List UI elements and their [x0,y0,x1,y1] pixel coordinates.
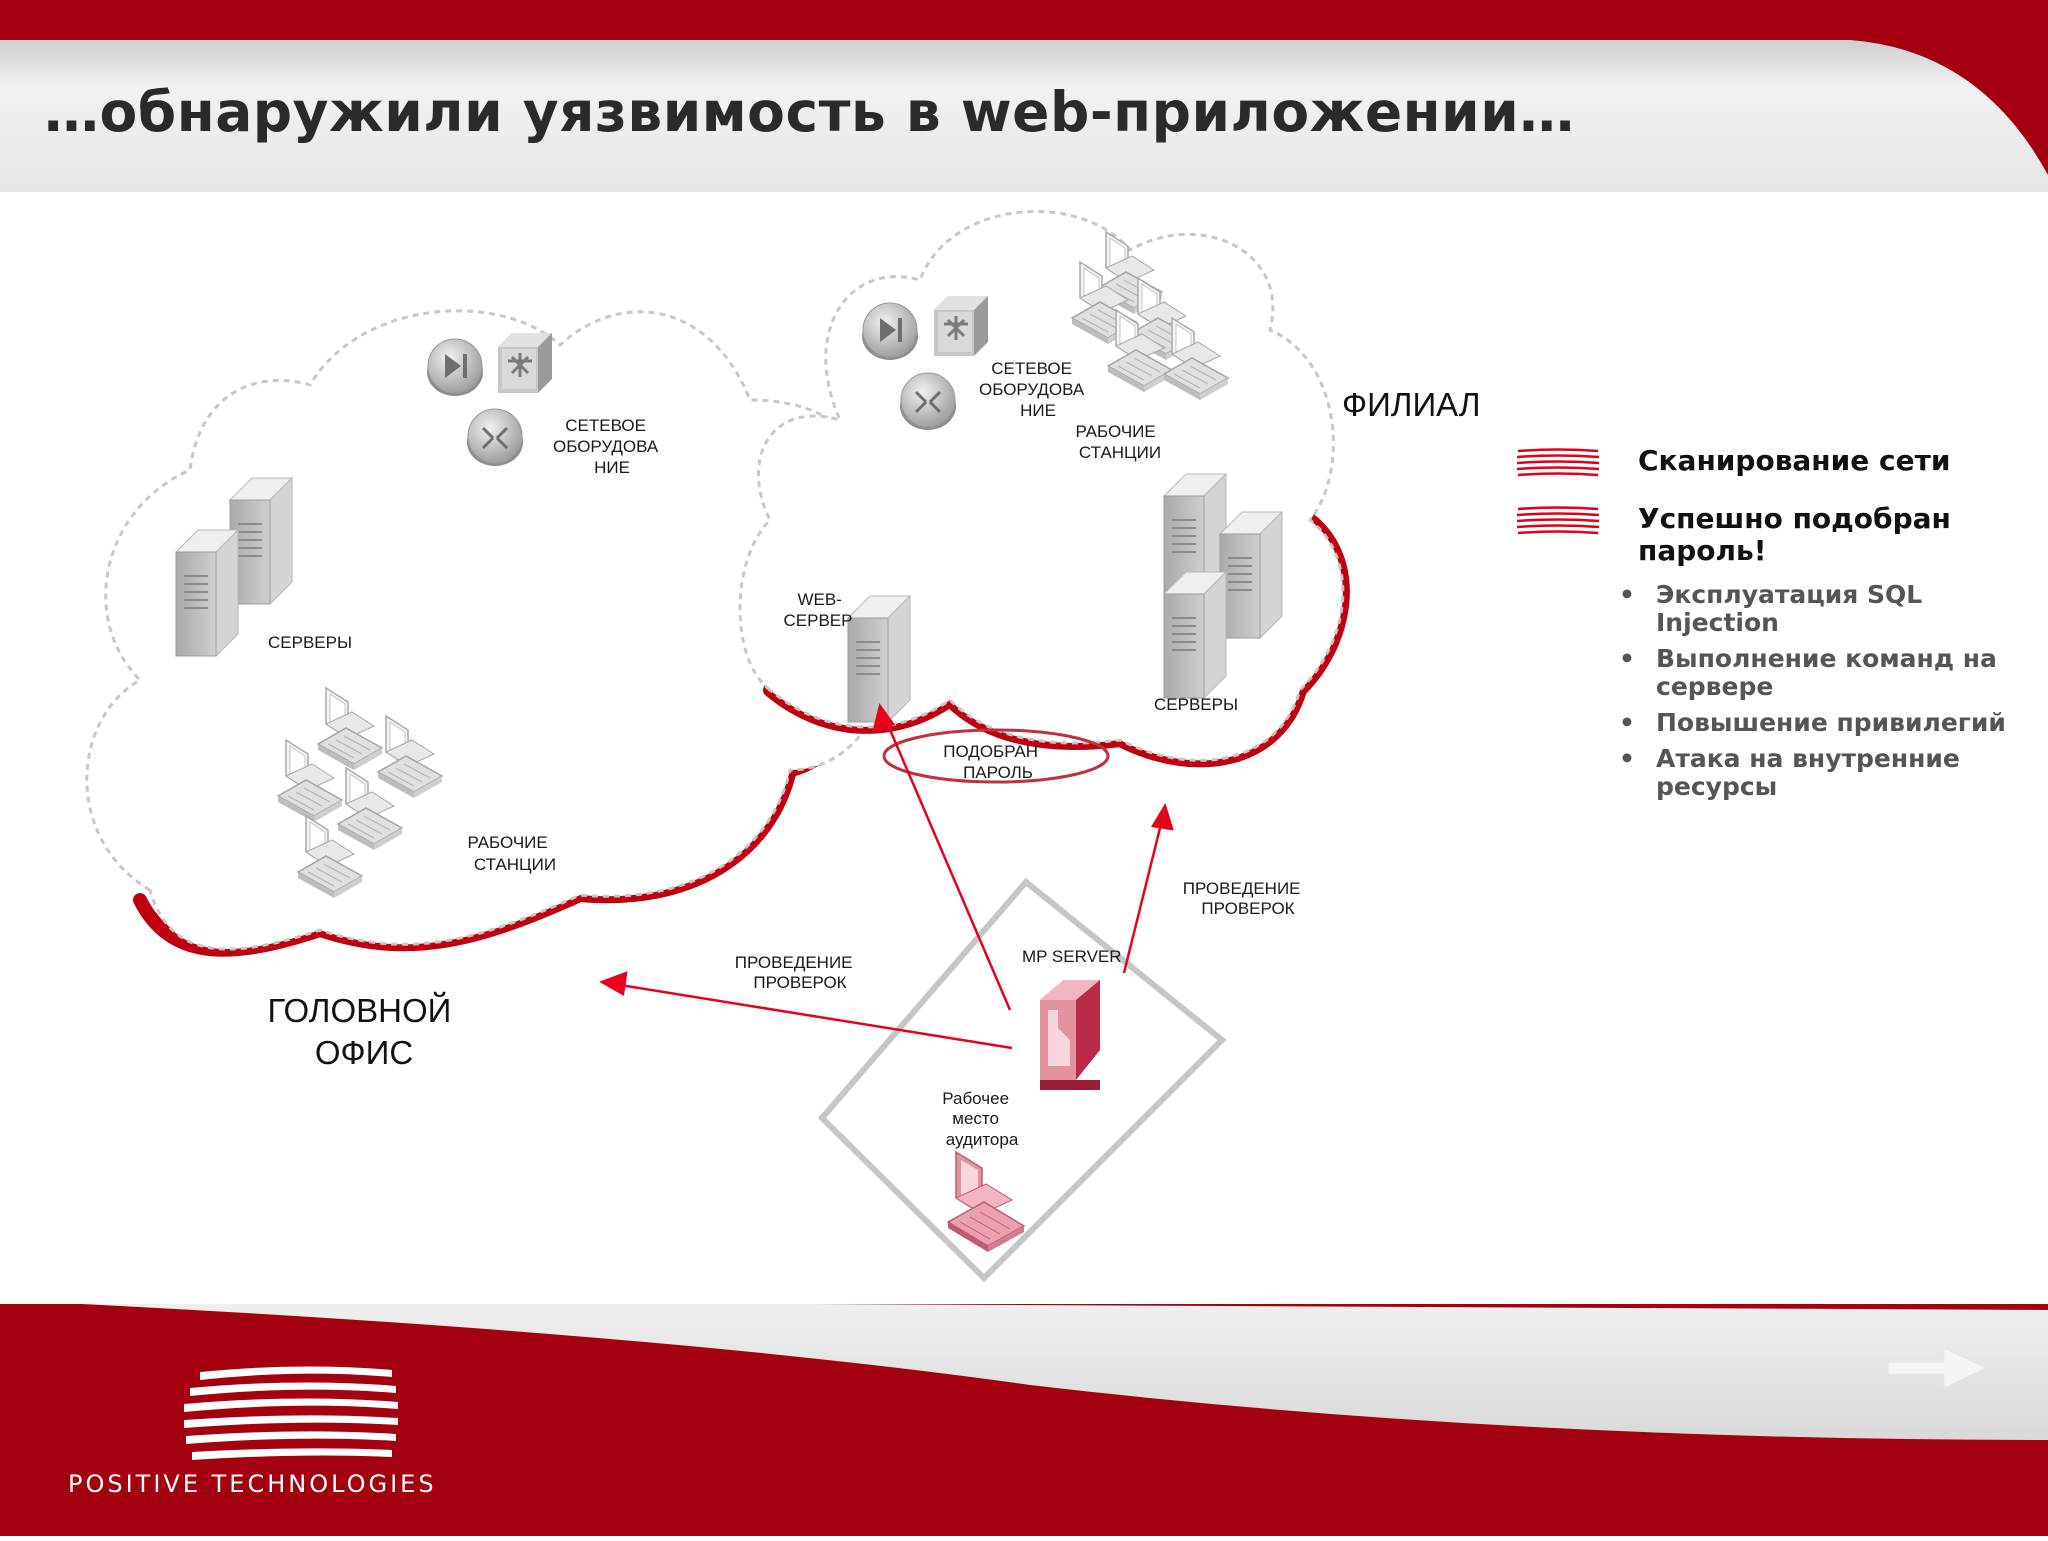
branch-network-label: СЕТЕВОЕ ОБОРУДОВА НИЕ [979,359,1089,420]
router-icon [466,408,524,467]
branch-workstations-label: РАБОЧИЕ СТАНЦИИ [1076,422,1162,462]
footer-grey-panel [0,1300,2048,1440]
arrowhead-icon [1150,802,1174,831]
legend-label: Сканирование сети [1638,444,1951,477]
branch-title: ФИЛИАЛ [1342,386,1481,423]
firewall-icon [861,302,919,361]
mp-server-icon [1040,980,1100,1090]
arrow-to-web-server [883,717,1012,1011]
server-icon [229,477,293,605]
head-office-workstations-label: РАБОЧИЕ СТАНЦИИ [468,833,557,874]
next-arrow-icon[interactable] [1887,1347,1988,1389]
head-office-network-equipment [426,333,552,467]
legend-item-network-scan: Сканирование сети [1516,445,2036,479]
password-found-ellipse [882,728,1110,784]
legend-panel: Сканирование сети Успешно подобран парол… [1516,445,2036,809]
slide-title: …обнаружили уязвимость в web-приложении… [44,80,1575,144]
legend-mark-icon [1516,448,1600,477]
web-server-label: WEB- СЕРВЕР [784,590,853,630]
list-item: •Выполнение команд на сервере [1619,644,1997,701]
switch-icon [934,296,988,356]
attack-steps-list: •Эксплуатация SQL Injection •Выполнение … [1516,581,2036,801]
checks-left-label: ПРОВЕДЕНИЕ ПРОВЕРОК [735,953,858,992]
branch-network-equipment [861,296,988,431]
list-item: •Повышение привилегий [1619,708,2006,737]
firewall-icon [426,338,484,397]
arrowhead-icon [872,703,896,732]
positive-technologies-logo-mark [184,1366,398,1460]
header-grey-panel [0,40,2048,196]
server-icon [1219,511,1283,639]
head-office-title: ГОЛОВНОЙ ОФИС [267,992,460,1071]
legend-mark-icon [1516,506,1600,535]
legend-item-password-found: Успешно подобран пароль! [1516,503,2036,567]
server-icon [1163,571,1227,699]
head-office-servers-label: СЕРВЕРЫ [268,633,352,652]
checks-right-label: ПРОВЕДЕНИЕ ПРОВЕРОК [1183,879,1306,918]
branch-cloud [738,209,1350,768]
auditor-zone-frame [817,877,1227,1283]
arrowhead-icon [599,971,628,996]
arrow-to-branch [1122,819,1164,974]
server-icon [175,529,239,657]
audit-arrows [599,703,1174,1050]
legend-label: Успешно подобран пароль! [1638,502,1951,567]
branch-servers-label: СЕРВЕРЫ [1154,695,1238,714]
arrow-to-head-office [619,983,1013,1050]
list-item: •Атака на внутренние ресурсы [1619,744,1960,801]
web-server-icon [847,595,911,723]
auditor-label: Рабочее место аудитора [942,1089,1019,1149]
auditor-workstation-icon [946,1150,1026,1252]
head-office-network-label: СЕТЕВОЕ ОБОРУДОВА НИЕ [553,416,663,477]
switch-icon [498,333,552,393]
password-found-label: ПОДОБРАН ПАРОЛЬ [943,742,1043,782]
list-item: •Эксплуатация SQL Injection [1619,580,1923,637]
router-icon [899,372,957,431]
company-name: POSITIVE TECHNOLOGIES [68,1470,437,1498]
mp-server-label: MP SERVER [1022,947,1122,966]
